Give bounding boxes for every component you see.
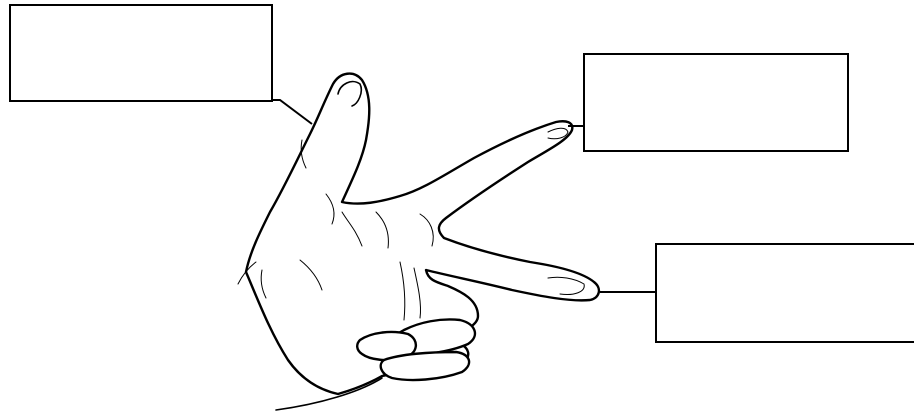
label-box-thumb bbox=[9, 4, 273, 102]
hand-side-detail bbox=[237, 261, 257, 285]
thumb-nail bbox=[337, 80, 363, 107]
forearm-line bbox=[275, 377, 383, 411]
hand-side-detail-2 bbox=[260, 269, 267, 299]
thumb-joint bbox=[300, 139, 307, 169]
palm-line-2 bbox=[413, 267, 421, 319]
label-box-middle-finger bbox=[655, 243, 914, 343]
leader-line-thumb bbox=[272, 99, 313, 125]
wrist-crease bbox=[299, 259, 323, 291]
label-box-index-finger bbox=[583, 53, 849, 152]
curled-finger-bottom bbox=[379, 350, 471, 382]
hand-outline bbox=[244, 72, 601, 396]
palm-crease-3 bbox=[419, 213, 434, 247]
palm-line bbox=[399, 261, 406, 321]
hand-illustration bbox=[237, 72, 601, 411]
knuckle-detail bbox=[325, 193, 335, 225]
palm-crease-2 bbox=[375, 211, 389, 249]
middle-finger-nail bbox=[547, 276, 585, 295]
palm-crease-1 bbox=[341, 211, 363, 247]
index-finger-nail bbox=[547, 127, 569, 140]
